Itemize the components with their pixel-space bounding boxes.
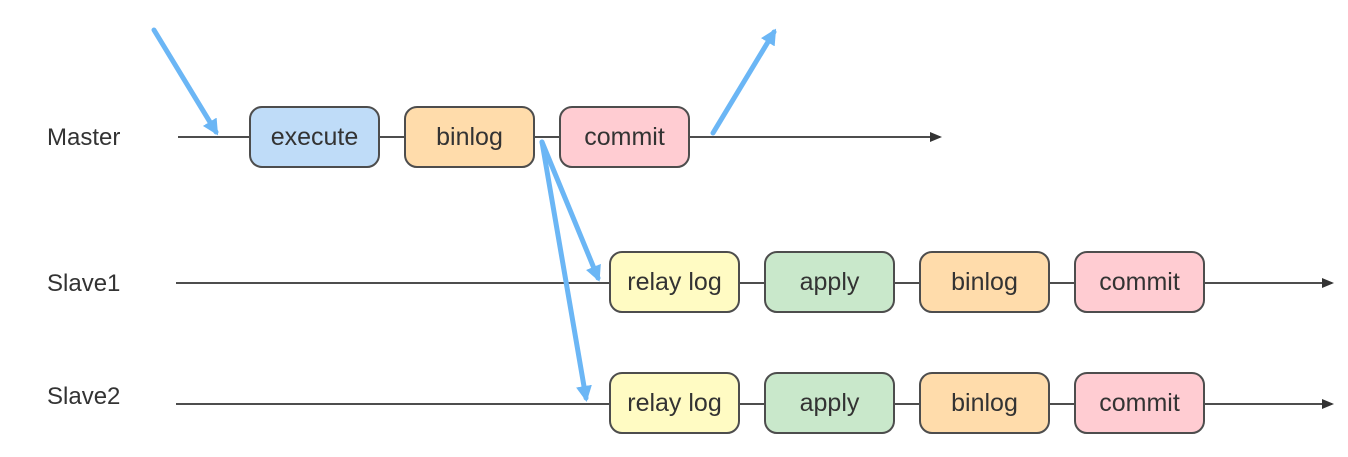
master-binlog-step: binlog — [404, 106, 535, 168]
slave2-apply-step: apply — [764, 372, 895, 434]
slave1-relay-log-step: relay log — [609, 251, 740, 313]
client-response-arrow — [710, 28, 777, 136]
binlog-to-slave2-arrow — [539, 139, 592, 402]
slave2-relay-log-step: relay log — [609, 372, 740, 434]
incoming-request-arrow — [151, 27, 219, 136]
slave1-binlog-step: binlog — [919, 251, 1050, 313]
slave2-commit-step: commit — [1074, 372, 1205, 434]
master-commit-step: commit — [559, 106, 690, 168]
slave2-binlog-step: binlog — [919, 372, 1050, 434]
binlog-to-slave1-arrow — [539, 139, 601, 282]
slave1-apply-step: apply — [764, 251, 895, 313]
slave2-label: Slave2 — [47, 383, 121, 410]
slave1-label: Slave1 — [47, 270, 121, 297]
master-label: Master — [47, 124, 121, 151]
master-execute-step: execute — [249, 106, 380, 168]
slave1-commit-step: commit — [1074, 251, 1205, 313]
